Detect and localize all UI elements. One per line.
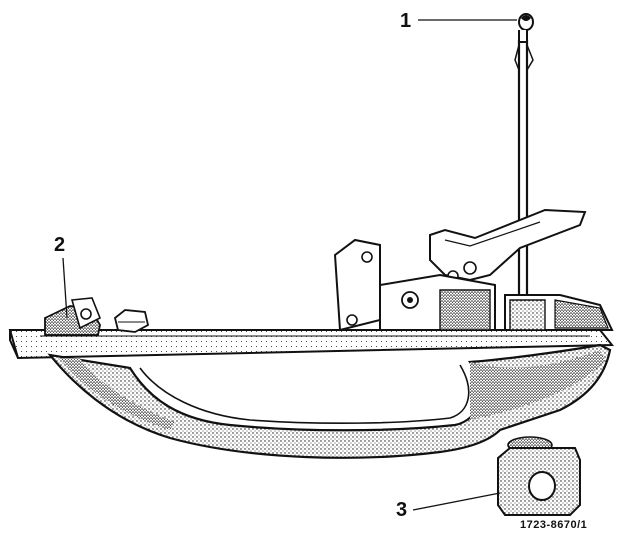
release-lever [429,208,587,282]
callout-3: 3 [396,499,407,521]
lock-cylinder [497,436,581,516]
handle-base-plate [8,329,615,360]
mounting-nut [113,309,150,333]
handle-end-lug [44,297,102,336]
leader-lines [62,19,517,511]
handle-grip [47,343,612,459]
callout-1: 1 [400,10,411,32]
latch-housing [379,273,496,331]
lock-mechanism [504,294,614,331]
mounting-bracket [333,238,381,332]
operating-rod [514,40,534,330]
rod-clip [518,13,534,43]
reference-number: 1723-8670/1 [520,519,587,531]
callout-2: 2 [54,234,65,256]
